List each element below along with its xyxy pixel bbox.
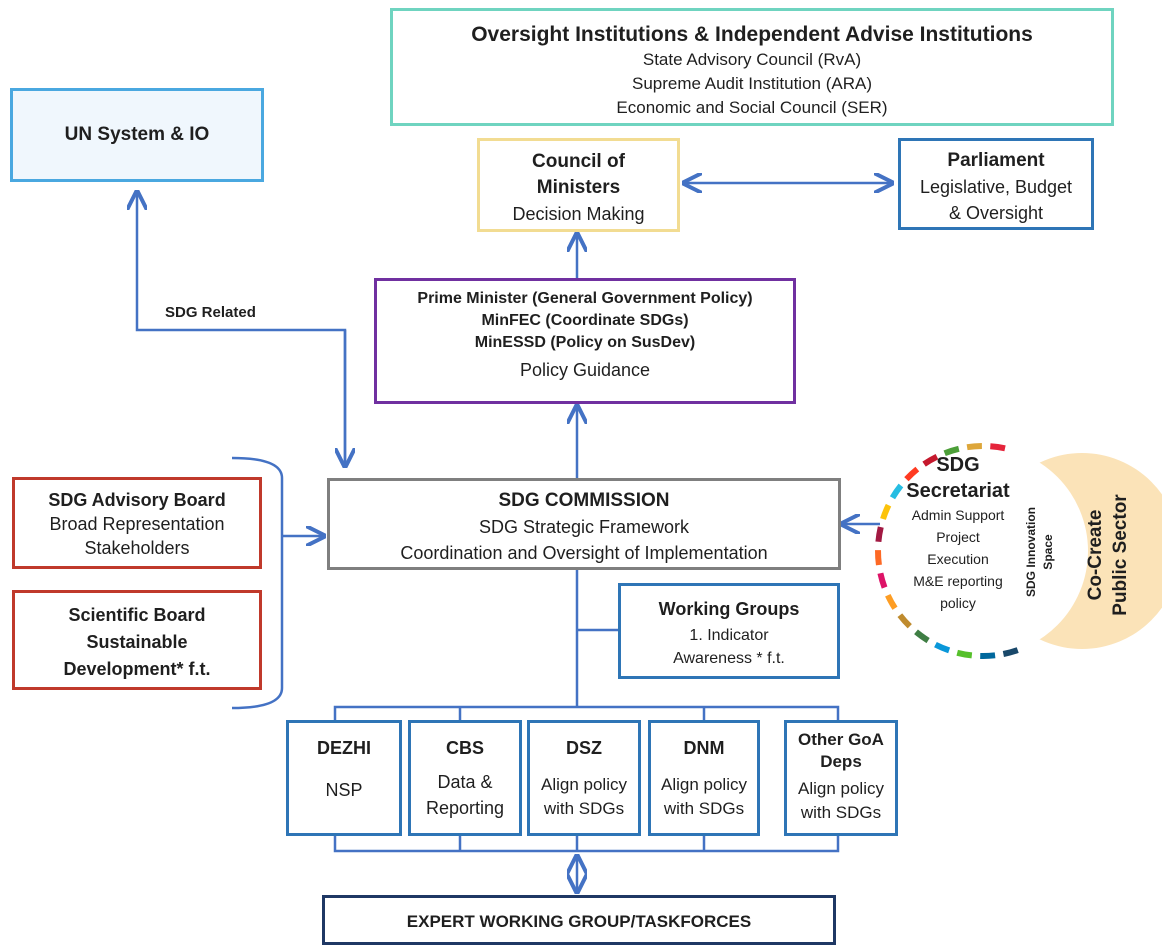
dept-sub-1: Align policy (661, 775, 747, 794)
council-sub: Decision Making (512, 204, 645, 224)
dept-title: Other GoA Deps (798, 730, 884, 771)
commission-sub-1: SDG Strategic Framework (478, 517, 690, 537)
depts-top-rail (333, 705, 840, 720)
dept-other-goa: Other GoA Deps Align policy with SDGs (784, 720, 898, 836)
dept-cbs: CBS Data & Reporting (408, 720, 522, 836)
scientific-board-line-2: Sustainable (86, 632, 188, 652)
dept-title: DEZHI (317, 738, 371, 758)
ring-segment (956, 649, 973, 659)
dept-dezhi: DEZHI NSP (286, 720, 402, 836)
ring-segment (880, 503, 892, 520)
working-groups-title: Working Groups (658, 599, 800, 619)
parliament-box: Parliament Legislative, Budget & Oversig… (898, 138, 1094, 230)
pm-sub: Policy Guidance (519, 360, 651, 380)
oversight-box: Oversight Institutions & Independent Adv… (390, 8, 1114, 126)
oversight-title: Oversight Institutions & Independent Adv… (471, 23, 1033, 46)
dept-title: DSZ (566, 738, 602, 758)
parliament-sub-1: Legislative, Budget (919, 177, 1073, 197)
council-title-2: Ministers (536, 177, 621, 198)
expert-title: EXPERT WORKING GROUP/TASKFORCES (406, 912, 752, 931)
scientific-board-box: Scientific Board Sustainable Development… (12, 590, 262, 690)
ring-segment (943, 445, 960, 457)
expert-box: EXPERT WORKING GROUP/TASKFORCES (322, 895, 836, 945)
cocreate-line-1: Co-Create (1085, 509, 1106, 601)
pm-line-2: MinFEC (Coordinate SDGs) (481, 312, 689, 329)
working-groups-box: Working Groups 1. Indicator Awareness * … (618, 583, 840, 679)
ring-segment (990, 443, 1006, 452)
commission-box: SDG COMMISSION SDG Strategic Framework C… (327, 478, 841, 570)
dept-sub-1: NSP (325, 780, 363, 800)
un-system-title: UN System & IO (64, 124, 210, 145)
innovation-line-2: Space (1041, 534, 1055, 570)
ring-segment (966, 443, 982, 451)
dept-title: DNM (683, 738, 725, 758)
innovation-space-label: SDG Innovation Space (1023, 497, 1067, 607)
cocreate-label: Co-Create Public Sector (1083, 490, 1137, 620)
dept-sub-2: with SDGs (800, 803, 882, 822)
advisory-board-box: SDG Advisory Board Broad Representation … (12, 477, 262, 569)
ring-segment (877, 572, 888, 589)
secretariat-line-4: M&E reporting (913, 573, 1003, 589)
secretariat-text: SDG Secretariat Admin Support Project Ex… (888, 452, 1028, 642)
secretariat-line-3: Execution (927, 551, 989, 567)
un-system-box: UN System & IO (10, 88, 264, 182)
secretariat-title-2: Secretariat (906, 480, 1010, 502)
pm-line-1: Prime Minister (General Government Polic… (417, 290, 753, 307)
dept-title: CBS (445, 738, 484, 758)
scientific-board-line-3: Development* f.t. (63, 659, 211, 679)
ring-segment (1002, 647, 1019, 657)
dept-sub-2: Reporting (425, 798, 505, 818)
ring-segment (875, 526, 884, 543)
advisory-board-title: SDG Advisory Board (48, 490, 226, 510)
working-groups-item-2: Awareness * f.t. (673, 650, 785, 667)
dept-sub-1: Align policy (541, 775, 627, 794)
dept-sub-2: with SDGs (663, 799, 745, 818)
working-groups-item-1: 1. Indicator (689, 627, 769, 644)
ring-segment (904, 466, 920, 482)
council-box: Council of Ministers Decision Making (477, 138, 680, 232)
oversight-line-2: Supreme Audit Institution (ARA) (631, 74, 872, 93)
commission-title: SDG COMMISSION (498, 490, 670, 511)
ring-segment (934, 641, 951, 654)
innovation-line-1: SDG Innovation (1024, 507, 1038, 597)
ring-segment (885, 593, 898, 610)
ring-segment (914, 629, 930, 644)
dept-sub-1: Align policy (798, 779, 884, 798)
pm-box: Prime Minister (General Government Polic… (374, 278, 796, 404)
scientific-board-line-1: Scientific Board (68, 605, 206, 625)
pm-line-3: MinESSD (Policy on SusDev) (474, 334, 696, 351)
oversight-line-3: Economic and Social Council (SER) (616, 98, 888, 117)
dept-sub-2: with SDGs (543, 799, 625, 818)
ring-segment (875, 550, 882, 566)
oversight-line-1: State Advisory Council (RvA) (642, 50, 862, 69)
secretariat-title-1: SDG (936, 454, 980, 476)
secretariat-line-5: policy (940, 595, 976, 611)
parliament-title: Parliament (947, 150, 1045, 171)
dept-dnm: DNM Align policy with SDGs (648, 720, 760, 836)
ring-segment (922, 453, 939, 467)
cocreate-line-2: Public Sector (1110, 494, 1131, 616)
secretariat-line-2: Project (936, 529, 980, 545)
council-title-1: Council of (532, 151, 625, 172)
sdg-related-line (137, 192, 347, 466)
dept-sub-1: Data & (437, 772, 493, 792)
secretariat-graphic (872, 440, 1166, 662)
sdg-related-label: SDG Related (165, 304, 256, 321)
ring-segment (897, 613, 912, 629)
ring-segment (980, 652, 996, 659)
commission-sub-2: Coordination and Oversight of Implementa… (400, 543, 768, 563)
ring-segment (889, 483, 904, 500)
secretariat-ring (875, 443, 1166, 659)
advisory-board-sub-2: Stakeholders (84, 538, 190, 558)
dept-dsz: DSZ Align policy with SDGs (527, 720, 641, 836)
depts-bottom-rail (333, 836, 840, 853)
parliament-sub-2: & Oversight (948, 203, 1044, 223)
advisory-board-sub-1: Broad Representation (49, 514, 225, 534)
secretariat-line-1: Admin Support (911, 507, 1005, 523)
